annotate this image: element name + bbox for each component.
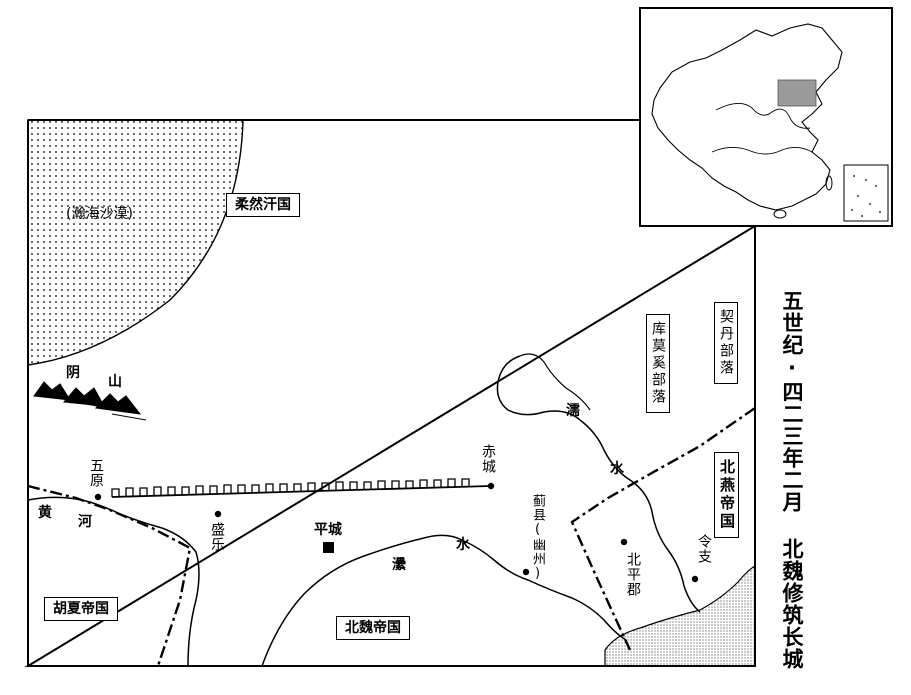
yinshan-label-2: 山 [108,374,122,390]
ru-river-headwater [519,353,591,411]
yinshan-mountains [33,381,147,421]
jixian-city-label: 蓟县(幽州) [530,494,545,582]
chicheng-city-label: 赤城 [480,444,496,474]
huanghe-label-1: 黄 [38,505,52,521]
huxia-empire-label: 胡夏帝国 [44,597,118,621]
huanghe-label-2: 河 [78,514,92,530]
ru-river [496,355,701,613]
shengle-city-dot [214,510,222,518]
beiping-city-label: 北平郡 [625,552,641,597]
inset-highlight-region [777,79,817,107]
beiyan-empire-label: 北燕帝国 [714,452,739,538]
lingzhi-city-label: 令支 [696,534,712,564]
inset-south-sea-box [843,164,889,222]
lingzhi-city-dot [691,575,699,583]
qidan-tribe-label: 契丹部落 [714,302,738,384]
beiyan-border [570,407,756,651]
beiwei-empire-label: 北魏帝国 [336,616,410,640]
lei-river-label-1: 㶟 [392,557,406,573]
inset-taiwan [825,175,833,191]
pingcheng-city-label: 平城 [314,522,342,538]
bohai-sea-area [604,564,756,667]
hanhai-desert-label: (瀚海沙漠) [66,206,133,222]
map-title: 五世纪·四二三年二月 北魏修筑长城 [780,290,804,670]
kumoxi-tribe-label: 库莫奚部落 [646,314,670,413]
chicheng-city-dot [487,482,495,490]
ru-river-label-2: 水 [610,461,624,477]
inset-china-outline [651,23,843,211]
wuyuan-city-dot [94,493,102,501]
map-frame [24,119,756,667]
shengle-city-label: 盛乐 [209,522,225,552]
yinshan-label-1: 阴 [66,365,80,381]
inset-hainan [773,209,787,219]
hanhai-desert-area [27,119,244,366]
pingcheng-capital-square [323,542,334,553]
lei-river [261,534,627,667]
yellow-river [27,496,200,667]
jixian-city-dot [522,568,530,576]
inset-yangtze-river [711,147,813,155]
lei-river-label-2: 水 [456,537,470,553]
wuyuan-city-label: 五原 [88,458,104,488]
huxia-border [27,484,192,667]
inset-yellow-river [715,103,811,129]
ru-river-label-1: 濡 [566,403,580,419]
beiping-city-dot [620,538,628,546]
rouran-khaganate-label: 柔然汗国 [226,193,300,217]
great-wall-crenellation [111,478,470,497]
inset-south-sea-islands [851,175,881,217]
